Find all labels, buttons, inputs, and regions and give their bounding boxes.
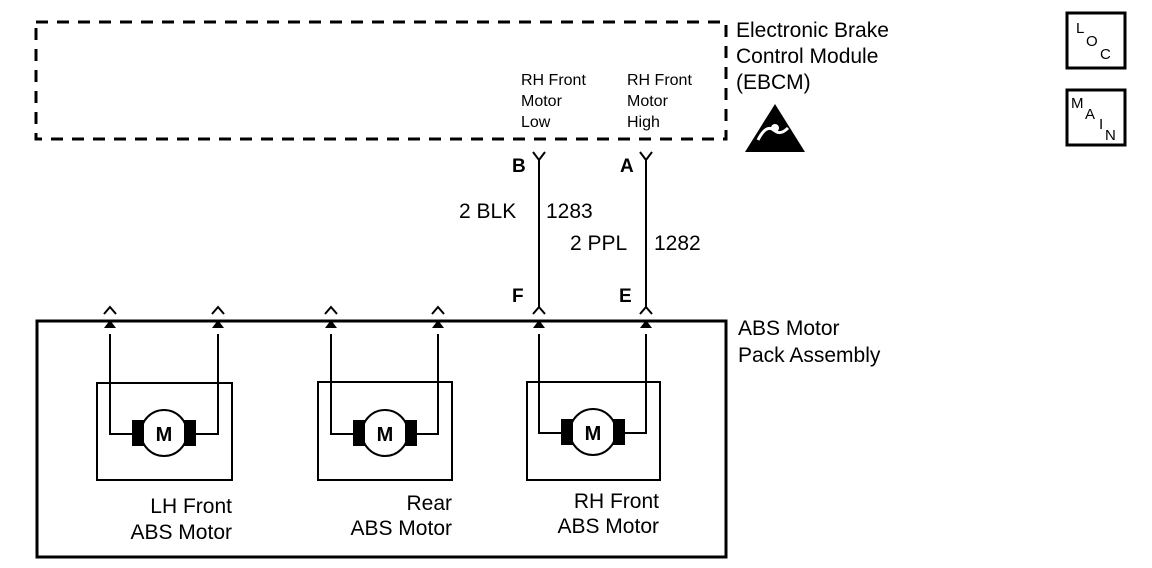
ebcm-connector-a [639,151,653,162]
pack-pin-e: E [619,286,632,307]
svg-text:N: N [1105,127,1116,144]
connector-chevron [639,305,653,315]
wire-2-color: 2 PPL [570,232,627,255]
pin-low-label-2: Motor [521,93,563,110]
motor-symbol: M [377,424,394,446]
pack-pin-f: F [512,286,524,307]
svg-text:O: O [1086,33,1098,50]
rear-label-1: Rear [406,492,452,515]
lh-front-motor: M [96,320,233,481]
lh-front-label-2: ABS Motor [130,521,232,544]
esd-warning-icon [745,104,805,152]
svg-text:M: M [1071,95,1084,112]
wire-2-circuit: 1282 [654,232,701,255]
ebcm-box [34,20,728,141]
rear-motor: M [317,320,453,481]
ebcm-label-2: Control Module [736,45,878,68]
ebcm-connector-b [532,151,546,162]
svg-text:A: A [1085,106,1095,123]
wire-1-circuit: 1283 [546,200,593,223]
pin-high-label-1: RH Front [627,72,692,89]
motor-pack-label-1: ABS Motor [738,317,840,340]
motor-symbol: M [585,423,602,445]
main-icon: M A I N [1065,88,1127,147]
ebcm-label-1: Electronic Brake [736,19,889,42]
svg-text:C: C [1100,46,1111,63]
ebcm-label-3: (EBCM) [736,71,811,94]
lh-front-label-1: LH Front [150,495,232,518]
rh-front-label-1: RH Front [574,490,659,513]
loc-icon: L O C [1065,11,1127,70]
rear-label-2: ABS Motor [350,517,452,540]
ebcm-pin-b: B [512,156,526,177]
motor-pack-box [35,319,728,559]
motor-pack-label-2: Pack Assembly [738,344,881,367]
connector-chevron [532,305,546,315]
rh-front-label-2: ABS Motor [557,515,659,538]
motor-symbol: M [156,424,173,446]
connector-chevron [431,305,445,315]
wire-1-color: 2 BLK [459,200,516,223]
connector-chevron [324,305,338,315]
pin-high-label-3: High [627,114,660,131]
pin-low-label-1: RH Front [521,72,586,89]
svg-text:L: L [1076,20,1084,37]
connector-chevron [211,305,225,315]
ebcm-pin-a: A [620,156,634,177]
pin-low-label-3: Low [521,114,551,131]
pin-high-label-2: Motor [627,93,669,110]
svg-text:I: I [1099,116,1103,133]
rh-front-motor: M [526,320,661,481]
connector-chevron [103,305,117,315]
